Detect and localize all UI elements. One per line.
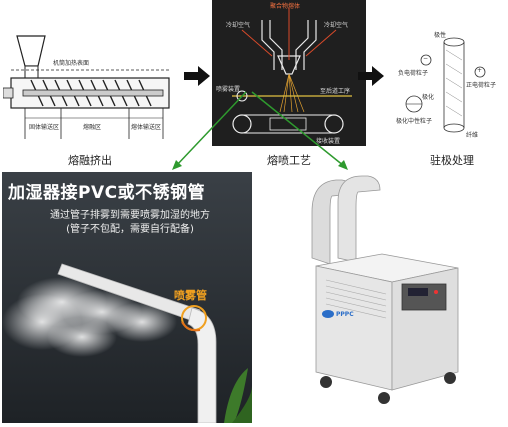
zone-label-meltconvey: 熔体输送区 [131, 124, 162, 131]
extruder-diagram: 机筒加热表面 固体输送区 熔融区 熔体输送区 [2, 14, 178, 146]
pipe-headline: 加湿器接PVC或不锈钢管 [8, 183, 206, 203]
humidifier-machine-drawing [311, 175, 459, 404]
pipe-subtitle: 通过管子排雾到需要喷雾加湿的地方 [50, 210, 210, 221]
electret-label-polarize: 极化 [422, 94, 435, 101]
polymer-melt-label: 聚合物熔体 [270, 3, 301, 10]
nozzle-label: 喷雾装置 [216, 86, 241, 93]
electret-drawing [405, 37, 486, 133]
caption-meltblown: 熔喷工艺 [267, 154, 311, 167]
cooling-air-left-label: 冷却空气 [226, 22, 251, 29]
electret-label-neutral: 极化中性粒子 [396, 118, 433, 125]
caption-extruder: 熔融挤出 [68, 154, 112, 167]
caption-electret: 驻极处理 [430, 154, 474, 167]
minus-symbol: − [423, 55, 429, 62]
electret-label-negative: 负电荷粒子 [398, 70, 429, 77]
arrow-right-icon [184, 66, 210, 86]
brand-logo: PPPC [336, 311, 354, 318]
plus-symbol: + [477, 67, 483, 74]
spray-pipe-label: 喷雾管 [174, 289, 207, 302]
pipe-mist-drawing [2, 172, 252, 423]
extruder-drawing [2, 35, 170, 139]
meltblown-drawing [232, 8, 352, 134]
humidifier-machine-panel: PPPC [292, 172, 505, 423]
barrel-header-label: 机筒加热表面 [53, 60, 90, 67]
arrow-right-icon-2 [358, 66, 384, 86]
zone-label-solid: 固体输送区 [29, 124, 60, 131]
collector-label: 接收装置 [316, 138, 341, 145]
electret-label-positive: 正电荷粒子 [466, 82, 497, 89]
pipe-note: (管子不包配，需要自行配备) [66, 224, 194, 235]
electret-label-fiber: 纤维 [466, 132, 479, 139]
direction-label: 至后道工序 [320, 88, 351, 95]
cooling-air-right-label: 冷却空气 [324, 22, 349, 29]
zone-label-melt: 熔融区 [83, 124, 102, 131]
electret-label-top: 极性 [434, 32, 447, 39]
humidifier-pipe-panel: 加湿器接PVC或不锈钢管 通过管子排雾到需要喷雾加湿的地方 (管子不包配，需要自… [2, 172, 252, 423]
electret-diagram: − + 极性 负电荷粒子 正电荷粒子 极化 极化中性粒子 纤维 [396, 30, 502, 142]
